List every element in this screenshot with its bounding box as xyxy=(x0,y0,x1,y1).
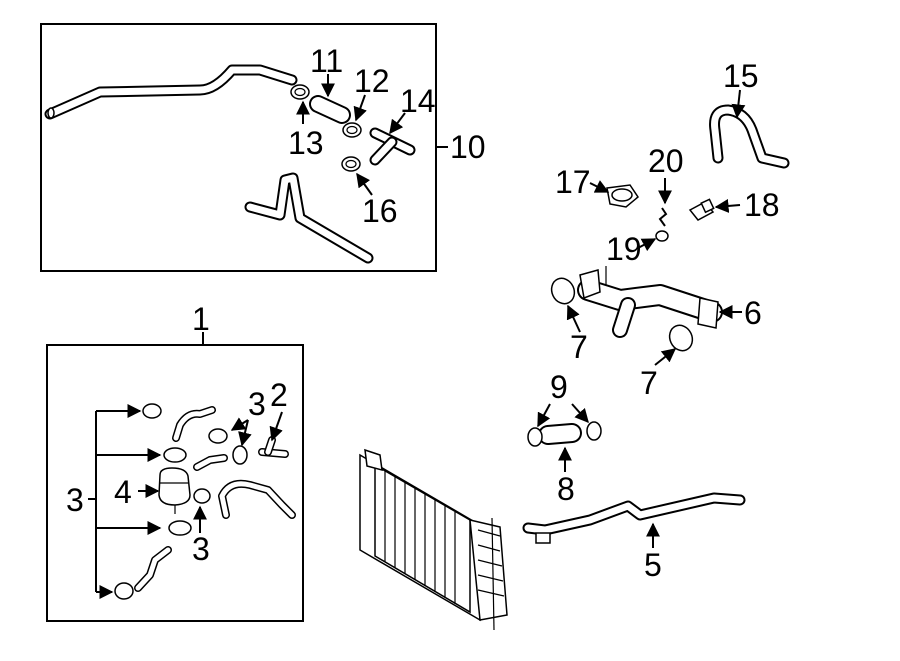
callout-15: 15 xyxy=(723,58,759,94)
inset-box-1 xyxy=(46,344,304,622)
sensor-18 xyxy=(688,198,715,221)
callout-12: 12 xyxy=(354,63,390,99)
callout-19: 19 xyxy=(606,231,642,267)
callout-4: 4 xyxy=(114,474,132,510)
tee-fitting-14 xyxy=(369,127,416,166)
cap-17 xyxy=(606,184,639,208)
callout-13: 13 xyxy=(288,125,324,161)
callout-3a: 3 xyxy=(66,482,84,518)
expansion-tank-4 xyxy=(158,467,191,514)
long-coolant-pipe xyxy=(44,64,298,120)
callout-14: 14 xyxy=(400,83,436,119)
callout-8: 8 xyxy=(557,471,575,507)
callout-2: 2 xyxy=(270,377,288,413)
hose-clamp-12 xyxy=(342,122,362,138)
o-ring-19 xyxy=(655,230,669,242)
callout-9: 9 xyxy=(550,369,568,405)
small-hoses xyxy=(134,406,296,592)
hose-11 xyxy=(309,95,351,124)
callout-10: 10 xyxy=(450,129,486,165)
hose-clamp-13 xyxy=(290,84,310,100)
coolant-pipe-5 xyxy=(522,492,746,544)
callout-11: 11 xyxy=(310,43,343,79)
callout-18: 18 xyxy=(744,187,780,223)
callout-7a: 7 xyxy=(570,329,588,365)
hose-15 xyxy=(709,104,790,169)
callout-7b: 7 xyxy=(640,365,658,401)
callout-20: 20 xyxy=(648,143,684,179)
inset-box-10 xyxy=(40,23,437,272)
clamp-9b xyxy=(586,421,602,441)
clamp-9a xyxy=(527,427,543,447)
callout-3c: 3 xyxy=(192,531,210,567)
hose-8 xyxy=(538,423,582,445)
callout-1: 1 xyxy=(192,301,210,337)
gasket-7b xyxy=(668,324,694,352)
callout-3b: 3 xyxy=(248,386,266,422)
radiator xyxy=(359,448,508,631)
callout-16: 16 xyxy=(362,193,398,229)
seal-ring-16 xyxy=(341,156,361,172)
clip-20 xyxy=(658,207,668,227)
callout-17: 17 xyxy=(555,164,591,200)
callout-6: 6 xyxy=(744,295,762,331)
y-pipe xyxy=(244,172,374,264)
coolant-pipe-6 xyxy=(577,266,723,338)
callout-3-bracket xyxy=(88,404,162,599)
gasket-7a xyxy=(550,277,576,305)
callout-5: 5 xyxy=(644,547,662,583)
